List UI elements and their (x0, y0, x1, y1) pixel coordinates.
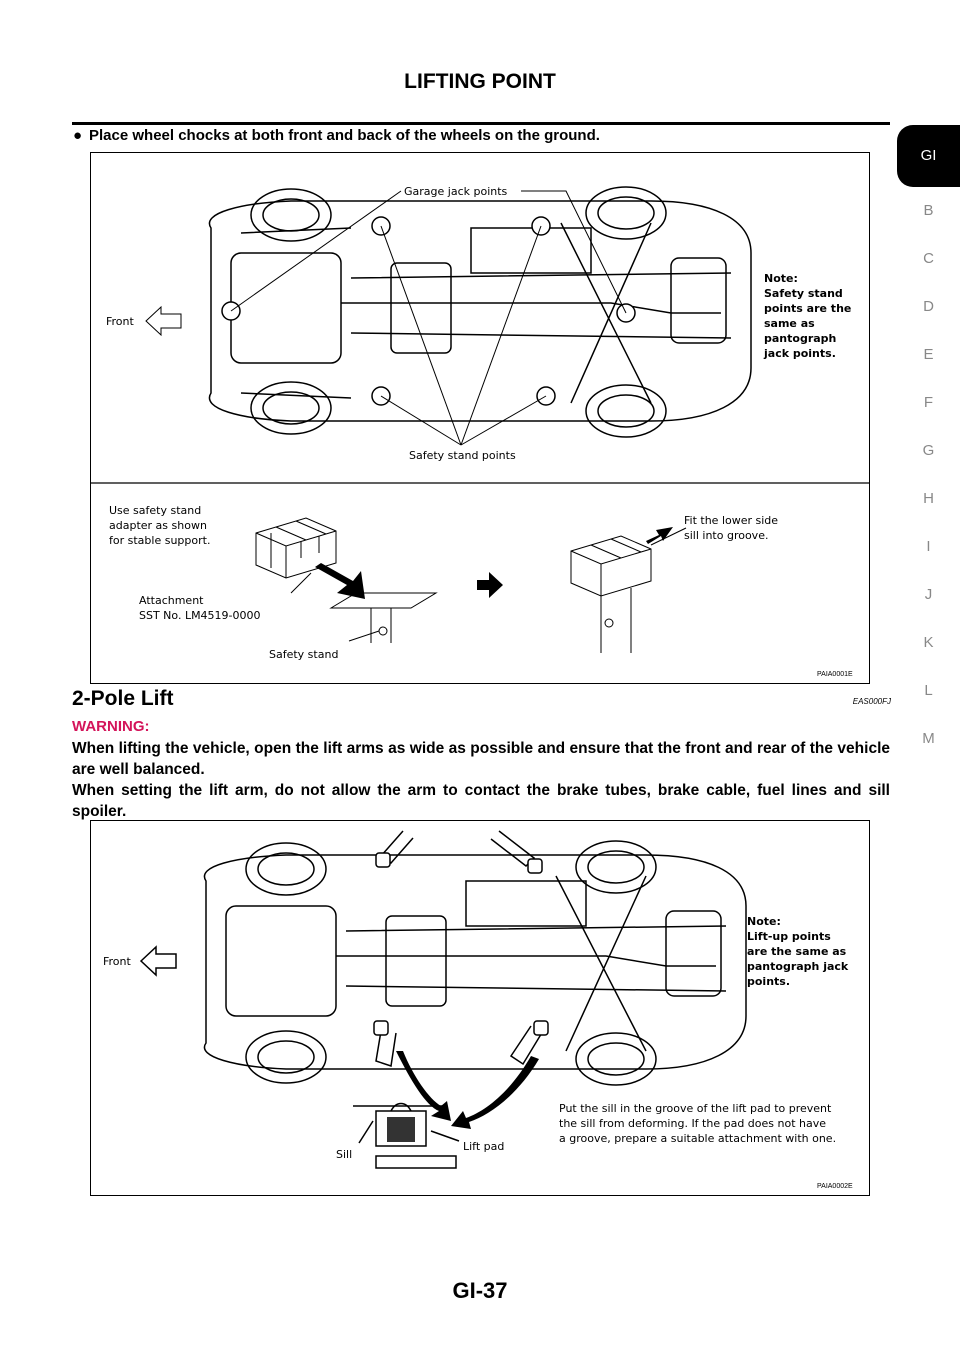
tab-m[interactable]: M (922, 730, 935, 747)
warning-line-1: When lifting the vehicle, open the lift … (72, 740, 890, 778)
intro-bullet: ● Place wheel chocks at both front and ba… (73, 127, 883, 144)
underbody-diagram-2 (139, 830, 747, 1169)
section-heading: 2-Pole Lift (72, 687, 174, 710)
attachment-label: Attachment SST No. LM4519-0000 (139, 594, 261, 622)
adapter-instruction: Use safety stand adapter as shown for st… (109, 504, 211, 547)
figure-code-2: PAIA0002E (817, 1183, 853, 1190)
tab-d[interactable]: D (923, 298, 934, 315)
figure-code: PAIA0001E (817, 671, 853, 678)
groove-instruction: Fit the lower side sill into groove. (684, 514, 779, 542)
underbody-diagram-1 (91, 186, 869, 653)
safety-stand-points-label: Safety stand points (409, 449, 516, 462)
page-title: LIFTING POINT (404, 70, 556, 93)
tab-f[interactable]: F (923, 394, 934, 411)
front-label-2: Front (103, 955, 131, 968)
section-code: EAS000FJ (852, 697, 891, 706)
front-label: Front (106, 315, 134, 328)
tab-j[interactable]: J (924, 586, 933, 603)
tab-l[interactable]: L (924, 682, 933, 699)
intro-text: Place wheel chocks at both front and bac… (89, 127, 600, 144)
tab-b[interactable]: B (923, 202, 934, 219)
warning-label: WARNING: (72, 718, 150, 735)
bullet-icon: ● (73, 127, 83, 144)
two-pole-lift-figure: Front Note: Lift-up points are the same … (90, 820, 870, 1196)
sill-label: Sill (336, 1148, 353, 1161)
tab-gi[interactable]: GI (897, 125, 960, 187)
lift-pad-label: Lift pad (463, 1140, 505, 1153)
tab-h[interactable]: H (923, 490, 934, 507)
title-rule (72, 122, 890, 125)
tab-k[interactable]: K (923, 634, 934, 651)
garage-jack-points-label: Garage jack points (404, 185, 508, 198)
tab-c[interactable]: C (923, 250, 934, 267)
safety-stand-figure: Garage jack points Front Note: Safety st… (90, 152, 870, 684)
warning-body: When lifting the vehicle, open the lift … (72, 738, 890, 822)
lift-note: Note: Lift-up points are the same as pan… (747, 915, 849, 988)
safety-note: Note: Safety stand points are the same a… (764, 272, 852, 360)
page-number: GI-37 (452, 1278, 508, 1303)
tab-g[interactable]: G (922, 442, 935, 459)
section-tabs: GI B C D E F G H I J K L M (897, 125, 960, 763)
tab-i[interactable]: I (926, 538, 931, 555)
tab-e[interactable]: E (923, 346, 934, 363)
groove-instruction-2: Put the sill in the groove of the lift p… (559, 1102, 837, 1145)
warning-line-2: When setting the lift arm, do not allow … (72, 782, 890, 820)
safety-stand-label: Safety stand (269, 648, 339, 661)
